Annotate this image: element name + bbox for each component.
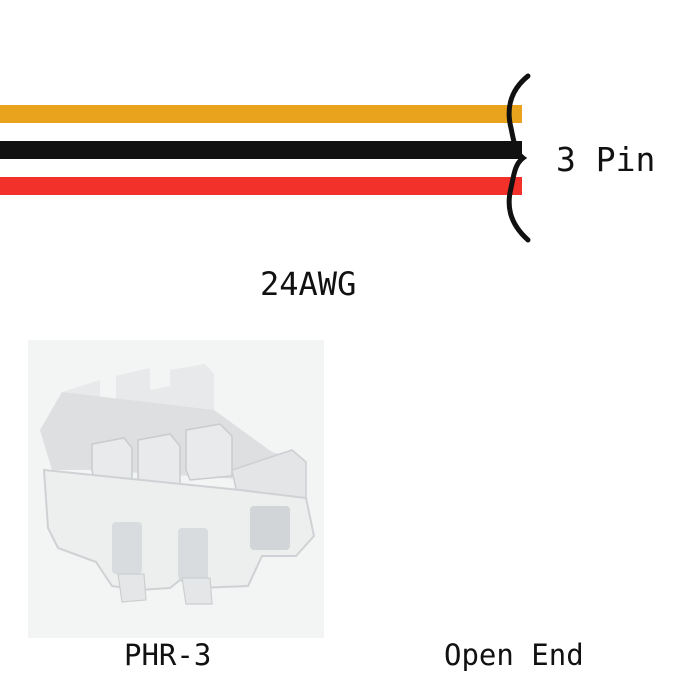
wire-yellow — [0, 105, 522, 123]
wire-red — [0, 177, 522, 195]
wire-gauge-label: 24AWG — [260, 265, 357, 303]
connector-image — [28, 340, 324, 638]
pin-count-label: 3 Pin — [556, 140, 656, 179]
wire-black — [0, 141, 522, 159]
wire-bundle — [0, 96, 522, 200]
end-type-label: Open End — [444, 638, 584, 672]
curly-brace — [506, 73, 531, 243]
connector-type-label: PHR-3 — [124, 638, 212, 672]
